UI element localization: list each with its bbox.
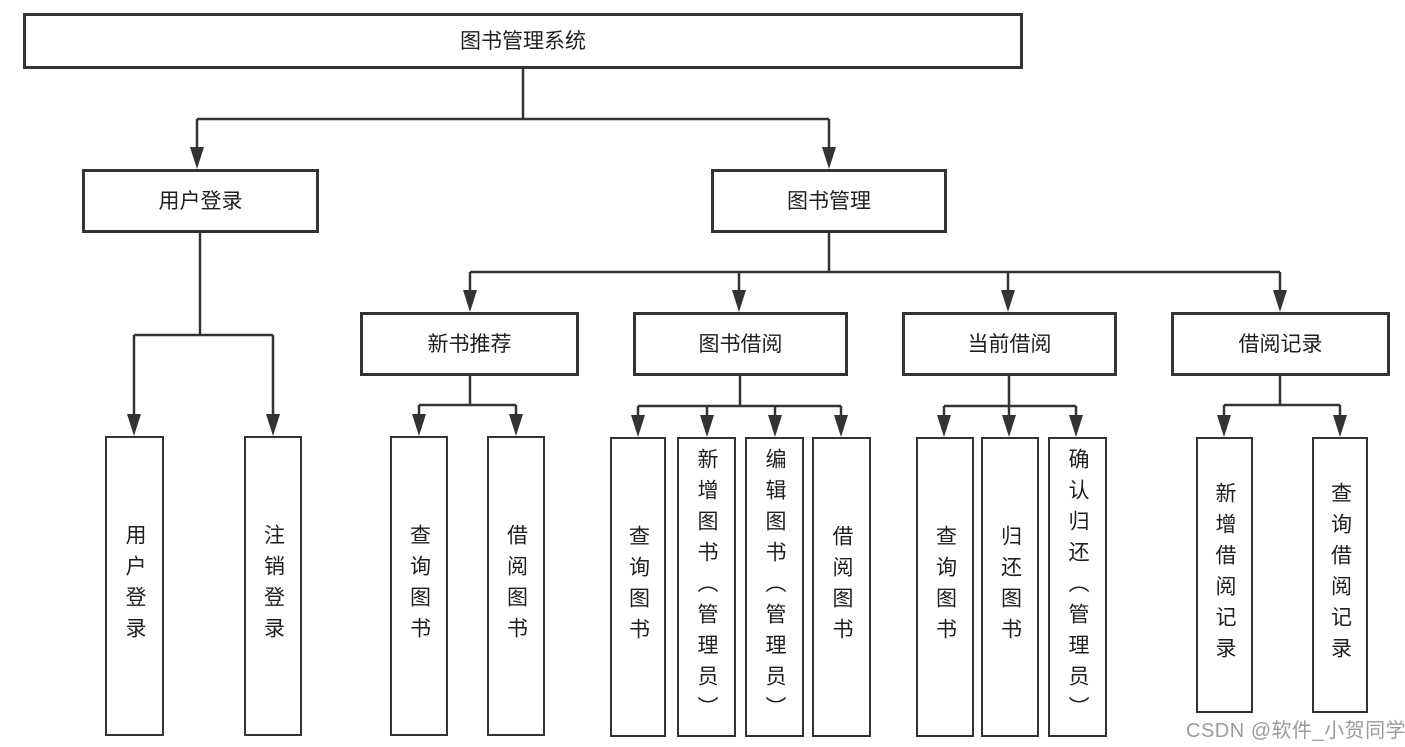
node-current-borrow-label: 当前借阅 [967,332,1052,356]
leaf-bb-edit-books-admin-label: 编辑图书（管理员） [763,447,786,727]
node-new-book-recommend-label: 新书推荐 [427,332,512,356]
leaf-nbr-query-books-label: 查询图书 [407,524,431,648]
node-user-login-branch: 用户登录 [82,169,319,233]
leaf-cb-return-books: 归还图书 [981,437,1039,737]
leaf-cb-query-books-label: 查询图书 [933,525,957,649]
leaf-bb-borrow-books: 借阅图书 [812,437,871,737]
leaf-br-add-record: 新增借阅记录 [1196,437,1253,713]
csdn-watermark: CSDN @软件_小贺同学 [1186,720,1405,742]
node-borrow-records: 借阅记录 [1171,312,1390,376]
node-user-login-label: 用户登录 [158,189,243,213]
leaf-bb-borrow-books-label: 借阅图书 [830,525,853,649]
leaf-cb-confirm-return-admin: 确认归还（管理员） [1048,437,1107,737]
leaf-cb-confirm-return-admin-label: 确认归还（管理员） [1066,447,1089,727]
leaf-br-add-record-label: 新增借阅记录 [1213,482,1236,668]
node-new-book-recommend: 新书推荐 [360,312,579,376]
node-borrow-records-label: 借阅记录 [1238,332,1323,356]
node-current-borrow: 当前借阅 [902,312,1117,376]
leaf-bb-edit-books-admin: 编辑图书（管理员） [745,437,804,737]
leaf-nbr-query-books: 查询图书 [390,436,448,736]
leaf-user-login: 用户登录 [105,436,164,736]
leaf-nbr-borrow-books: 借阅图书 [487,436,545,736]
node-root-label: 图书管理系统 [460,29,586,53]
node-root-system: 图书管理系统 [23,13,1023,69]
node-book-borrow-label: 图书借阅 [698,332,783,356]
leaf-user-login-label: 用户登录 [123,524,146,648]
leaf-logout: 注销登录 [244,436,302,736]
leaf-bb-query-books: 查询图书 [610,437,666,737]
leaf-cb-query-books: 查询图书 [916,437,974,737]
leaf-cb-return-books-label: 归还图书 [998,525,1022,649]
leaf-nbr-borrow-books-label: 借阅图书 [504,524,528,648]
leaf-bb-add-books-admin-label: 新增图书（管理员） [695,447,718,727]
node-book-management-label: 图书管理 [787,189,871,213]
node-book-borrow: 图书借阅 [633,312,848,376]
leaf-logout-label: 注销登录 [261,524,285,648]
node-book-management-branch: 图书管理 [711,169,947,233]
leaf-br-query-record-label: 查询借阅记录 [1328,482,1352,668]
leaf-bb-query-books-label: 查询图书 [626,525,650,649]
leaf-bb-add-books-admin: 新增图书（管理员） [677,437,736,737]
leaf-br-query-record: 查询借阅记录 [1312,437,1368,713]
